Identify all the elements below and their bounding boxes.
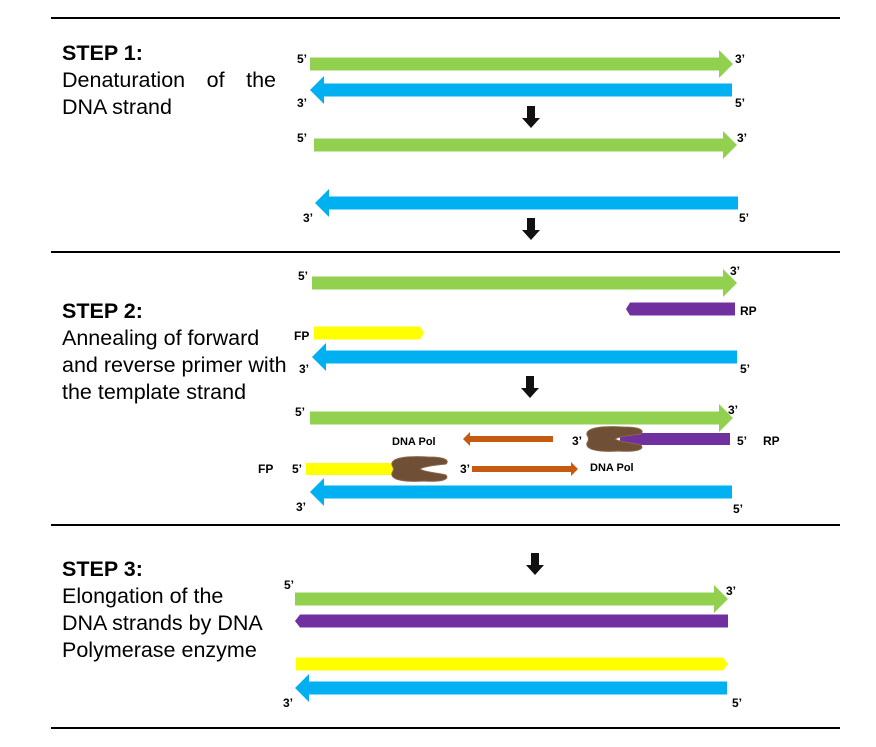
reverse-primer — [626, 302, 735, 316]
label-3-prime: 3’ — [297, 96, 307, 110]
label-5-prime: 5’ — [295, 405, 305, 419]
label-5-prime: 5’ — [292, 462, 302, 476]
template-strand-top-ds — [310, 50, 733, 78]
label-3-prime: 3’ — [296, 500, 306, 514]
label-5-prime: 5’ — [735, 96, 745, 110]
label-3-prime: 3’ — [572, 434, 582, 448]
template-strand-top-final — [295, 585, 728, 613]
label-fp: FP — [258, 462, 273, 476]
label-3-prime: 3’ — [726, 584, 736, 598]
label-5-prime: 5’ — [737, 434, 747, 448]
template-strand-top — [312, 269, 737, 297]
step-1-description: Denaturation of the DNA strand — [62, 68, 276, 119]
label-dna-pol: DNA Pol — [392, 436, 436, 448]
step-3-title: STEP 3: — [62, 557, 143, 581]
label-5-prime: 5’ — [733, 502, 743, 516]
label-3-prime: 3’ — [735, 52, 745, 66]
label-3-prime: 3’ — [460, 462, 470, 476]
label-5-prime: 5’ — [739, 211, 749, 225]
new-strand-forward — [296, 657, 728, 671]
label-3-prime: 3’ — [737, 131, 747, 145]
label-5-prime: 5’ — [740, 362, 750, 376]
extension-arrow-forward — [472, 462, 578, 476]
reverse-primer-annealed — [620, 433, 730, 445]
dna-polymerase-enzyme — [391, 456, 448, 482]
label-5-prime: 5’ — [298, 269, 308, 283]
label-dna-pol: DNA Pol — [590, 462, 634, 474]
new-strand-reverse — [295, 614, 728, 628]
label-rp: RP — [763, 434, 780, 448]
template-strand-bottom-extending — [310, 478, 732, 506]
label-3-prime: 3’ — [730, 264, 740, 278]
label-3-prime: 3’ — [303, 211, 313, 225]
extension-arrow-reverse — [463, 432, 553, 446]
step-2-description: Annealing of forward and reverse primer … — [62, 326, 287, 404]
step-2-text: STEP 2: Annealing of forward and reverse… — [62, 298, 287, 406]
template-strand-bottom — [312, 343, 737, 371]
label-5-prime: 5’ — [297, 52, 307, 66]
step-3-description: Elongation of the DNA strands by DNA Pol… — [62, 584, 262, 662]
step-1-title: STEP 1: — [62, 41, 143, 65]
label-3-prime: 3’ — [728, 403, 738, 417]
label-5-prime: 5’ — [732, 696, 742, 710]
process-arrow-down — [522, 106, 540, 128]
step-1-text: STEP 1: Denaturation of the DNA strand — [62, 40, 276, 121]
forward-primer-annealed — [306, 463, 416, 475]
template-strand-bottom-separated — [315, 189, 738, 217]
process-arrow-down — [521, 376, 539, 398]
process-arrow-down — [522, 218, 540, 240]
label-fp: FP — [294, 329, 309, 343]
forward-primer — [314, 326, 424, 340]
template-strand-bottom-final — [295, 674, 727, 702]
step-3-text: STEP 3: Elongation of the DNA strands by… — [62, 556, 262, 664]
dna-polymerase-enzyme — [586, 426, 643, 452]
label-5-prime: 5’ — [284, 578, 294, 592]
label-rp: RP — [740, 304, 757, 318]
template-strand-top-separated — [314, 131, 737, 159]
label-3-prime: 3’ — [299, 362, 309, 376]
label-5-prime: 5’ — [297, 131, 307, 145]
label-3-prime: 3’ — [283, 696, 293, 710]
template-strand-top-extending — [310, 404, 733, 432]
step-2-title: STEP 2: — [62, 299, 143, 323]
process-arrow-down — [526, 553, 544, 575]
template-strand-bottom-ds — [310, 76, 732, 104]
